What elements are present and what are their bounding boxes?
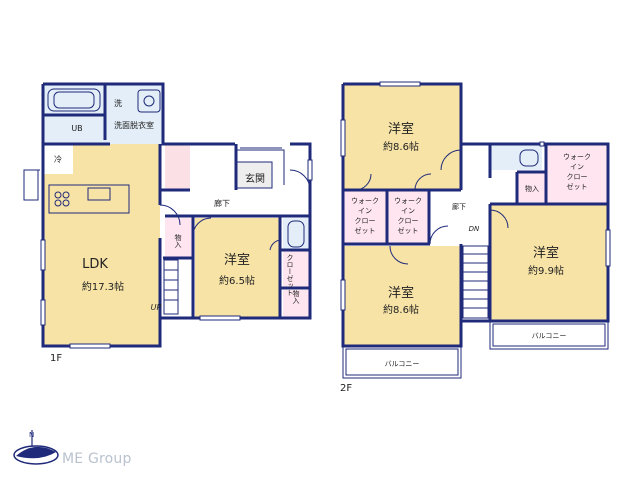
wic3-line4: ゼット (567, 182, 588, 191)
wic2-line4: ゼット (398, 226, 419, 235)
floor2-windows (340, 81, 611, 311)
dn-label: DN (469, 225, 480, 233)
monoire-2 (283, 290, 309, 318)
ldk-size: 約17.3帖 (82, 280, 124, 293)
wic3-line1: ウォーク (563, 153, 591, 161)
floor1-windows (40, 159, 313, 349)
wic2-line2: イン (401, 207, 415, 215)
wic2-line3: クロー (398, 217, 419, 225)
closet-label: クローゼット (286, 254, 294, 296)
balcony1-label: バルコニー (385, 360, 420, 368)
wic-1 (343, 190, 387, 244)
room-top-size: 約8.6帖 (383, 140, 419, 153)
room-6-5-size: 約6.5帖 (219, 274, 255, 287)
room-9-9 (490, 204, 608, 321)
room-top-name: 洋室 (388, 121, 414, 137)
wic3-line3: クロー (567, 173, 588, 181)
wic-2 (387, 190, 429, 244)
room-6-5 (195, 218, 280, 318)
room-6-5-name: 洋室 (224, 252, 250, 268)
wic1-line2: イン (358, 207, 372, 215)
up-label: UP (151, 303, 162, 312)
monoire2-label: 物入 (292, 289, 300, 304)
wic3-line2: イン (570, 163, 584, 171)
wic1-line3: クロー (355, 217, 376, 225)
room-8-6-top (343, 84, 461, 190)
monoire1-label: 物入 (174, 233, 182, 248)
fridge-space (43, 144, 73, 174)
datsui-label: 洗面脱衣室 (114, 120, 154, 130)
floor1-plan: LDK 約17.3帖 洋室 約6.5帖 玄関 廊下 洗面脱衣室 UB 洗 冷 物… (23, 82, 313, 364)
room-right-size: 約9.9帖 (528, 264, 564, 277)
genkan-floor (236, 161, 273, 189)
ub-label: UB (71, 124, 82, 133)
monoire-1 (165, 218, 193, 258)
room-bottom-size: 約8.6帖 (383, 303, 419, 316)
rouka-1f-label: 廊下 (214, 198, 230, 208)
monoire-2f (517, 172, 546, 202)
floor2-label: 2F (340, 383, 352, 394)
ldk-name: LDK (82, 257, 108, 272)
compass-logo-icon: N (13, 430, 59, 465)
wic2-line1: ウォーク (394, 197, 422, 205)
wic1-line1: ウォーク (351, 197, 379, 205)
sen-label: 洗 (114, 98, 122, 108)
floor2-details (342, 149, 609, 379)
floor2-plan: 洋室 約8.6帖 洋室 約8.6帖 洋室 約9.9帖 ウォーク イン クロー ゼ… (340, 81, 611, 394)
floor1-walls (41, 82, 312, 348)
room-right-name: 洋室 (533, 245, 559, 261)
rouka-2f-label: 廊下 (452, 202, 466, 211)
wic-3 (546, 144, 608, 204)
rei-label: 冷 (54, 154, 62, 164)
shoe-storage (165, 144, 190, 189)
monoire-2f-label: 物入 (525, 184, 539, 193)
wic1-line4: ゼット (355, 226, 376, 235)
toilet-room (283, 218, 309, 250)
svg-text:N: N (29, 431, 34, 439)
balcony2-label: バルコニー (532, 332, 567, 340)
closet-1f (283, 250, 309, 288)
floor1-label: 1F (50, 353, 62, 364)
floor1-details (23, 88, 311, 315)
ldk-room (43, 144, 160, 346)
genkan-label: 玄関 (245, 172, 265, 185)
room-bottom-name: 洋室 (388, 285, 414, 301)
logo-text: ME Group (62, 451, 132, 467)
